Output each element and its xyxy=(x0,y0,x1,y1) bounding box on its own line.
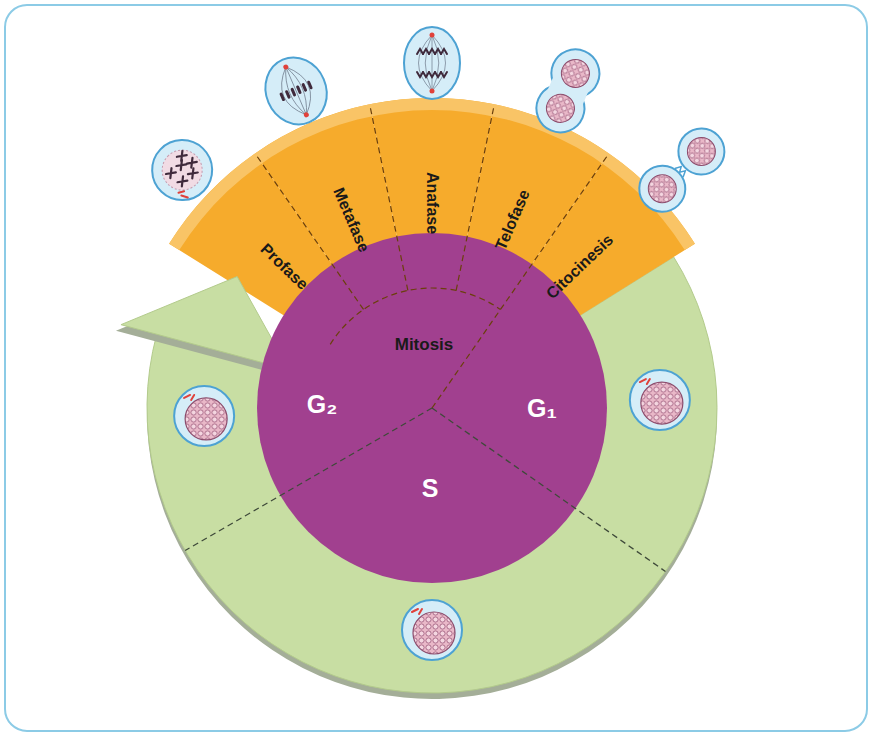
chromosome xyxy=(435,72,441,77)
spindle-fiber xyxy=(425,35,432,91)
chromosome xyxy=(178,176,188,186)
anafase-cell xyxy=(404,27,460,99)
interphase-sector: G₂ xyxy=(307,390,338,419)
frame xyxy=(5,5,867,731)
stage-sector: Profase xyxy=(256,240,311,294)
cell-membrane xyxy=(404,27,460,99)
spindle-fiber xyxy=(280,67,307,117)
chromosome xyxy=(188,168,198,178)
centrosome xyxy=(412,609,418,612)
node-label: Anafase xyxy=(423,172,441,234)
node-label: Citocinesis xyxy=(543,231,617,303)
nucleus xyxy=(542,90,579,127)
chromosome xyxy=(287,92,289,98)
chromosome xyxy=(435,49,441,54)
nucleus xyxy=(185,398,227,440)
profase-cell xyxy=(140,128,225,213)
cell-membrane xyxy=(140,128,225,213)
chromosome xyxy=(177,151,187,161)
nucleus xyxy=(641,382,683,424)
telofase-cell xyxy=(529,42,607,140)
stage-sector: Citocinesis xyxy=(543,231,617,303)
chromosome xyxy=(417,72,423,77)
cell-membrane xyxy=(669,119,734,184)
spindle-pole xyxy=(303,112,310,119)
spindle-fiber xyxy=(286,62,319,115)
interphase-cell xyxy=(174,386,234,446)
stage-divider xyxy=(370,104,408,290)
spindle-pole xyxy=(430,33,435,38)
metafase-cell xyxy=(255,48,337,134)
chromosome xyxy=(417,49,423,54)
centrosome xyxy=(181,193,187,199)
citocinesis-cell xyxy=(630,119,734,221)
chromosome xyxy=(303,85,305,91)
cell-membrane xyxy=(402,600,462,660)
interphase-cell xyxy=(402,600,462,660)
interphase-sector: G₁ xyxy=(527,394,557,423)
chromosome xyxy=(281,94,283,100)
mitosis-sector: Mitosis xyxy=(395,335,454,355)
centrosome xyxy=(647,379,650,384)
chromosome xyxy=(292,89,294,95)
node-label: G₁ xyxy=(527,394,557,423)
node-label: S xyxy=(422,474,439,503)
interphase-sector: S xyxy=(422,474,439,503)
cell-membrane xyxy=(174,386,234,446)
cell-membrane xyxy=(255,48,337,134)
node-label: Profase xyxy=(256,240,311,294)
centrosome xyxy=(184,395,190,398)
chromosome xyxy=(298,87,300,93)
chromosome xyxy=(423,49,429,54)
chromosome xyxy=(441,72,447,77)
interphase-cell xyxy=(630,370,690,430)
cell-membrane xyxy=(630,370,690,430)
nucleus xyxy=(642,169,682,209)
centrosome xyxy=(640,379,646,382)
wedge-rim xyxy=(169,98,695,250)
nucleus xyxy=(413,612,455,654)
stage-divider xyxy=(456,104,494,290)
node-label: G₂ xyxy=(307,390,338,419)
centrosome xyxy=(419,609,422,614)
chromosome xyxy=(429,72,435,77)
centrosome xyxy=(178,189,184,195)
spindle-fiber xyxy=(286,64,313,114)
stage-divider xyxy=(432,153,609,408)
node-label: Telofase xyxy=(492,187,534,253)
spindle-fiber xyxy=(273,67,306,120)
nucleus xyxy=(557,55,594,92)
chromosome xyxy=(423,72,429,77)
chromosome xyxy=(187,158,197,168)
stage-sector: Telofase xyxy=(492,187,534,253)
node-label: Metafase xyxy=(329,184,373,254)
stage-sector: Metafase xyxy=(329,184,373,254)
spindle-fiber xyxy=(432,35,433,91)
chromosome xyxy=(429,49,435,54)
stage-sector: Anafase xyxy=(423,172,441,234)
spindle-pole xyxy=(430,89,435,94)
phase-divider xyxy=(432,408,665,571)
spindle-fiber xyxy=(432,35,439,91)
nucleus xyxy=(154,142,211,199)
node-label: Mitosis xyxy=(395,335,454,355)
spindle-pole xyxy=(283,64,290,71)
spindle-fiber xyxy=(432,35,446,91)
centrosome xyxy=(191,395,194,400)
division-furrow xyxy=(675,164,688,177)
cycle-arrowhead xyxy=(121,277,289,370)
chromosome xyxy=(441,49,447,54)
chromosome xyxy=(309,82,311,88)
chromosome xyxy=(166,168,176,178)
nucleus xyxy=(682,132,722,172)
spindle-fiber xyxy=(419,35,433,91)
